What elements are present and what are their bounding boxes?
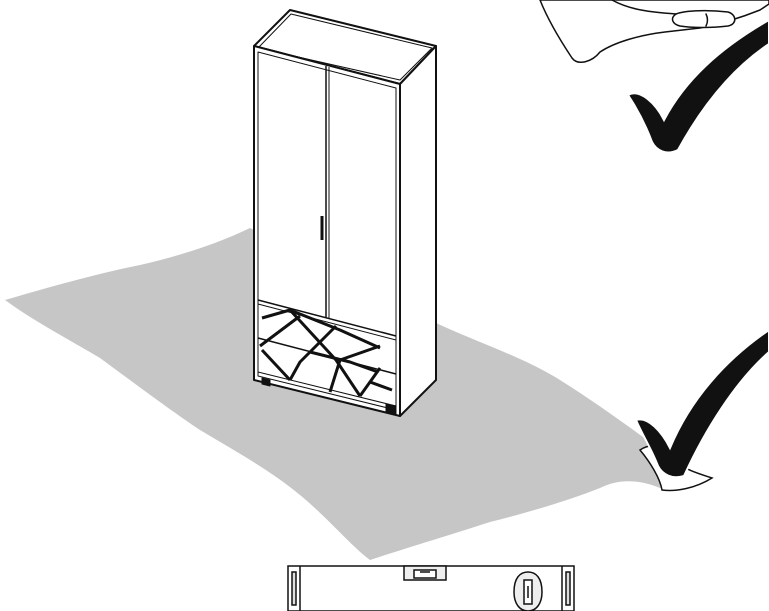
spirit-level-icon xyxy=(287,565,575,611)
checkmark-icon xyxy=(634,328,769,479)
checkmark-icon xyxy=(626,18,769,154)
wardrobe-icon xyxy=(253,9,437,417)
hand-icon xyxy=(539,0,769,63)
